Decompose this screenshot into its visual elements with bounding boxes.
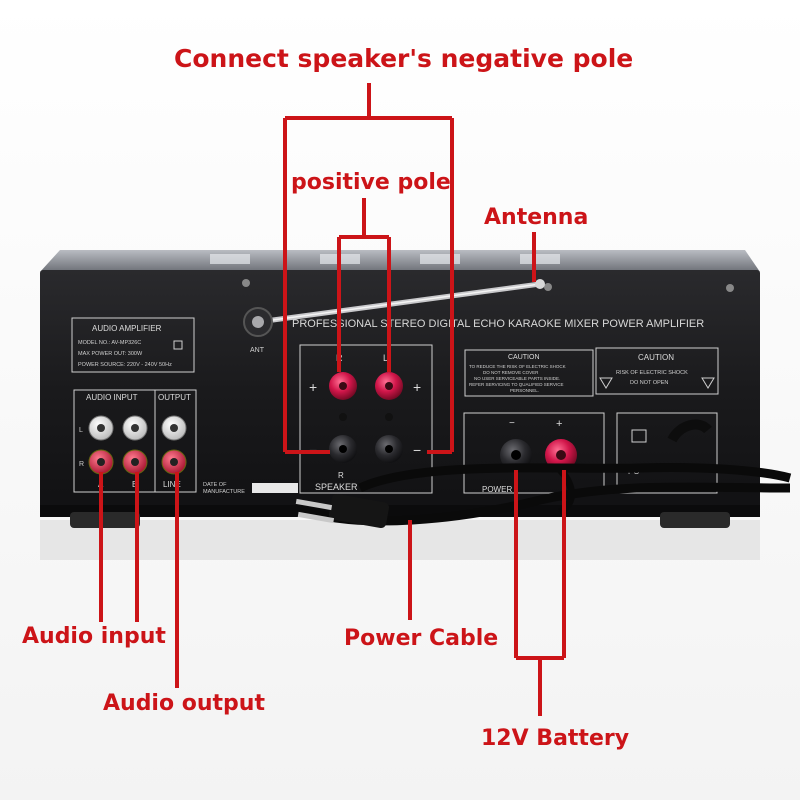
- svg-text:R: R: [338, 471, 344, 480]
- svg-text:L: L: [383, 353, 388, 363]
- speaker-terminals: R L + + − − R SPEAKER: [299, 344, 433, 494]
- svg-text:LINE: LINE: [163, 480, 181, 489]
- input-b-left-jack: [122, 415, 148, 441]
- svg-text:AUDIO AMPLIFIER: AUDIO AMPLIFIER: [92, 324, 162, 333]
- input-a-left-jack: [88, 415, 114, 441]
- svg-text:L: L: [79, 427, 83, 434]
- dc-power-terminals: − + POWER: [463, 412, 605, 494]
- date-of-manufacture: DATE OF MANUFACTURE: [203, 482, 298, 495]
- model-label: AUDIO AMPLIFIER MODEL NO.: AV-MP326C MAX…: [71, 317, 195, 373]
- svg-text:TO REDUCE THE RISK OF ELECTRIC: TO REDUCE THE RISK OF ELECTRIC SHOCK: [469, 364, 566, 369]
- svg-text:MODEL NO.: AV-MP326C: MODEL NO.: AV-MP326C: [78, 340, 141, 346]
- svg-text:DO NOT OPEN: DO NOT OPEN: [630, 380, 668, 386]
- caution-label-2: CAUTION RISK OF ELECTRIC SHOCK DO NOT OP…: [595, 347, 719, 395]
- audio-input-callout: Audio input: [22, 624, 166, 649]
- panel-banner: PROFESSIONAL STEREO DIGITAL ECHO KARAOKE…: [292, 318, 704, 330]
- svg-text:DO NOT REMOVE COVER: DO NOT REMOVE COVER: [483, 370, 539, 375]
- svg-text:MANUFACTURE: MANUFACTURE: [203, 489, 245, 495]
- output-panel-label: OUTPUT: [158, 393, 191, 402]
- power-cable-callout: Power Cable: [344, 626, 499, 651]
- svg-text:−: −: [413, 442, 421, 458]
- svg-text:+: +: [556, 418, 562, 430]
- audio-output-callout: Audio output: [103, 691, 265, 716]
- svg-text:RISK OF ELECTRIC SHOCK: RISK OF ELECTRIC SHOCK: [616, 370, 688, 376]
- input-b-right-jack: [122, 449, 148, 475]
- svg-text:MAX POWER OUT: 300W: MAX POWER OUT: 300W: [78, 351, 143, 357]
- left-negative-terminal: [375, 435, 403, 463]
- positive-pole-callout: positive pole: [291, 170, 451, 195]
- svg-text:REFER SERVICING TO QUALIFIED S: REFER SERVICING TO QUALIFIED SERVICE: [469, 382, 563, 387]
- output-right-jack: [161, 449, 187, 475]
- negative-pole-callout: Connect speaker's negative pole: [174, 44, 634, 73]
- left-positive-terminal: [375, 372, 403, 400]
- svg-text:DATE OF: DATE OF: [203, 482, 227, 488]
- svg-text:B: B: [132, 480, 137, 489]
- svg-text:SPEAKER: SPEAKER: [315, 482, 358, 492]
- right-positive-terminal: [329, 372, 357, 400]
- input-a-right-jack: [88, 449, 114, 475]
- svg-text:CAUTION: CAUTION: [638, 353, 674, 362]
- right-negative-terminal: [329, 435, 357, 463]
- output-left-jack: [161, 415, 187, 441]
- caution-label-1: CAUTION TO REDUCE THE RISK OF ELECTRIC S…: [464, 349, 594, 397]
- svg-text:POWER: POWER: [482, 485, 512, 494]
- audio-io-block: AUDIO INPUT OUTPUT L R A B LINE: [73, 389, 197, 493]
- battery-callout: 12V Battery: [481, 726, 630, 751]
- svg-text:R: R: [79, 461, 84, 468]
- svg-text:+: +: [413, 379, 421, 395]
- audio-input-panel-label: AUDIO INPUT: [86, 393, 138, 402]
- annotation-lines: [99, 83, 566, 716]
- svg-text:−: −: [509, 418, 515, 429]
- svg-text:CAUTION: CAUTION: [508, 354, 540, 361]
- dc-negative-terminal: [500, 439, 532, 471]
- svg-text:PERSONNEL.: PERSONNEL.: [510, 388, 539, 393]
- antenna-callout: Antenna: [484, 205, 589, 230]
- ant-label: ANT: [250, 347, 265, 354]
- svg-text:POWER SOURCE: 220V - 240V 50H: POWER SOURCE: 220V - 240V 50Hz: [78, 362, 172, 368]
- svg-text:+: +: [309, 379, 317, 395]
- antenna: ANT: [243, 279, 545, 354]
- svg-text:NO USER SERVICEABLE PARTS INSI: NO USER SERVICEABLE PARTS INSIDE.: [474, 376, 560, 381]
- dc-positive-terminal: [545, 439, 577, 471]
